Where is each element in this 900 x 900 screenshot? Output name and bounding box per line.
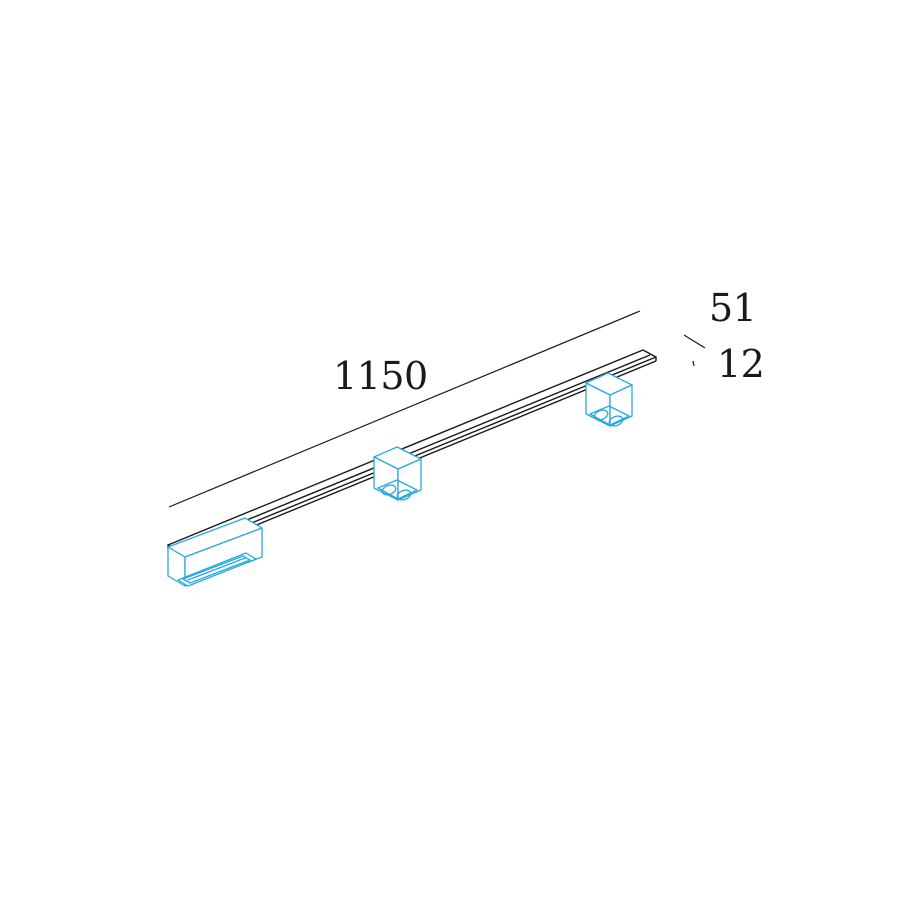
length-dimension-line [168,310,641,508]
linear-spot-icon [167,517,263,587]
depth-dimension-label: 51 [709,286,757,330]
depth-dimension-line [683,334,706,349]
height-dimension-label: 12 [717,342,765,386]
height-dimension-tick [692,360,695,367]
double-spot-icon [585,372,633,427]
double-spot-icon [373,446,422,501]
length-dimension-label: 1150 [333,354,428,398]
